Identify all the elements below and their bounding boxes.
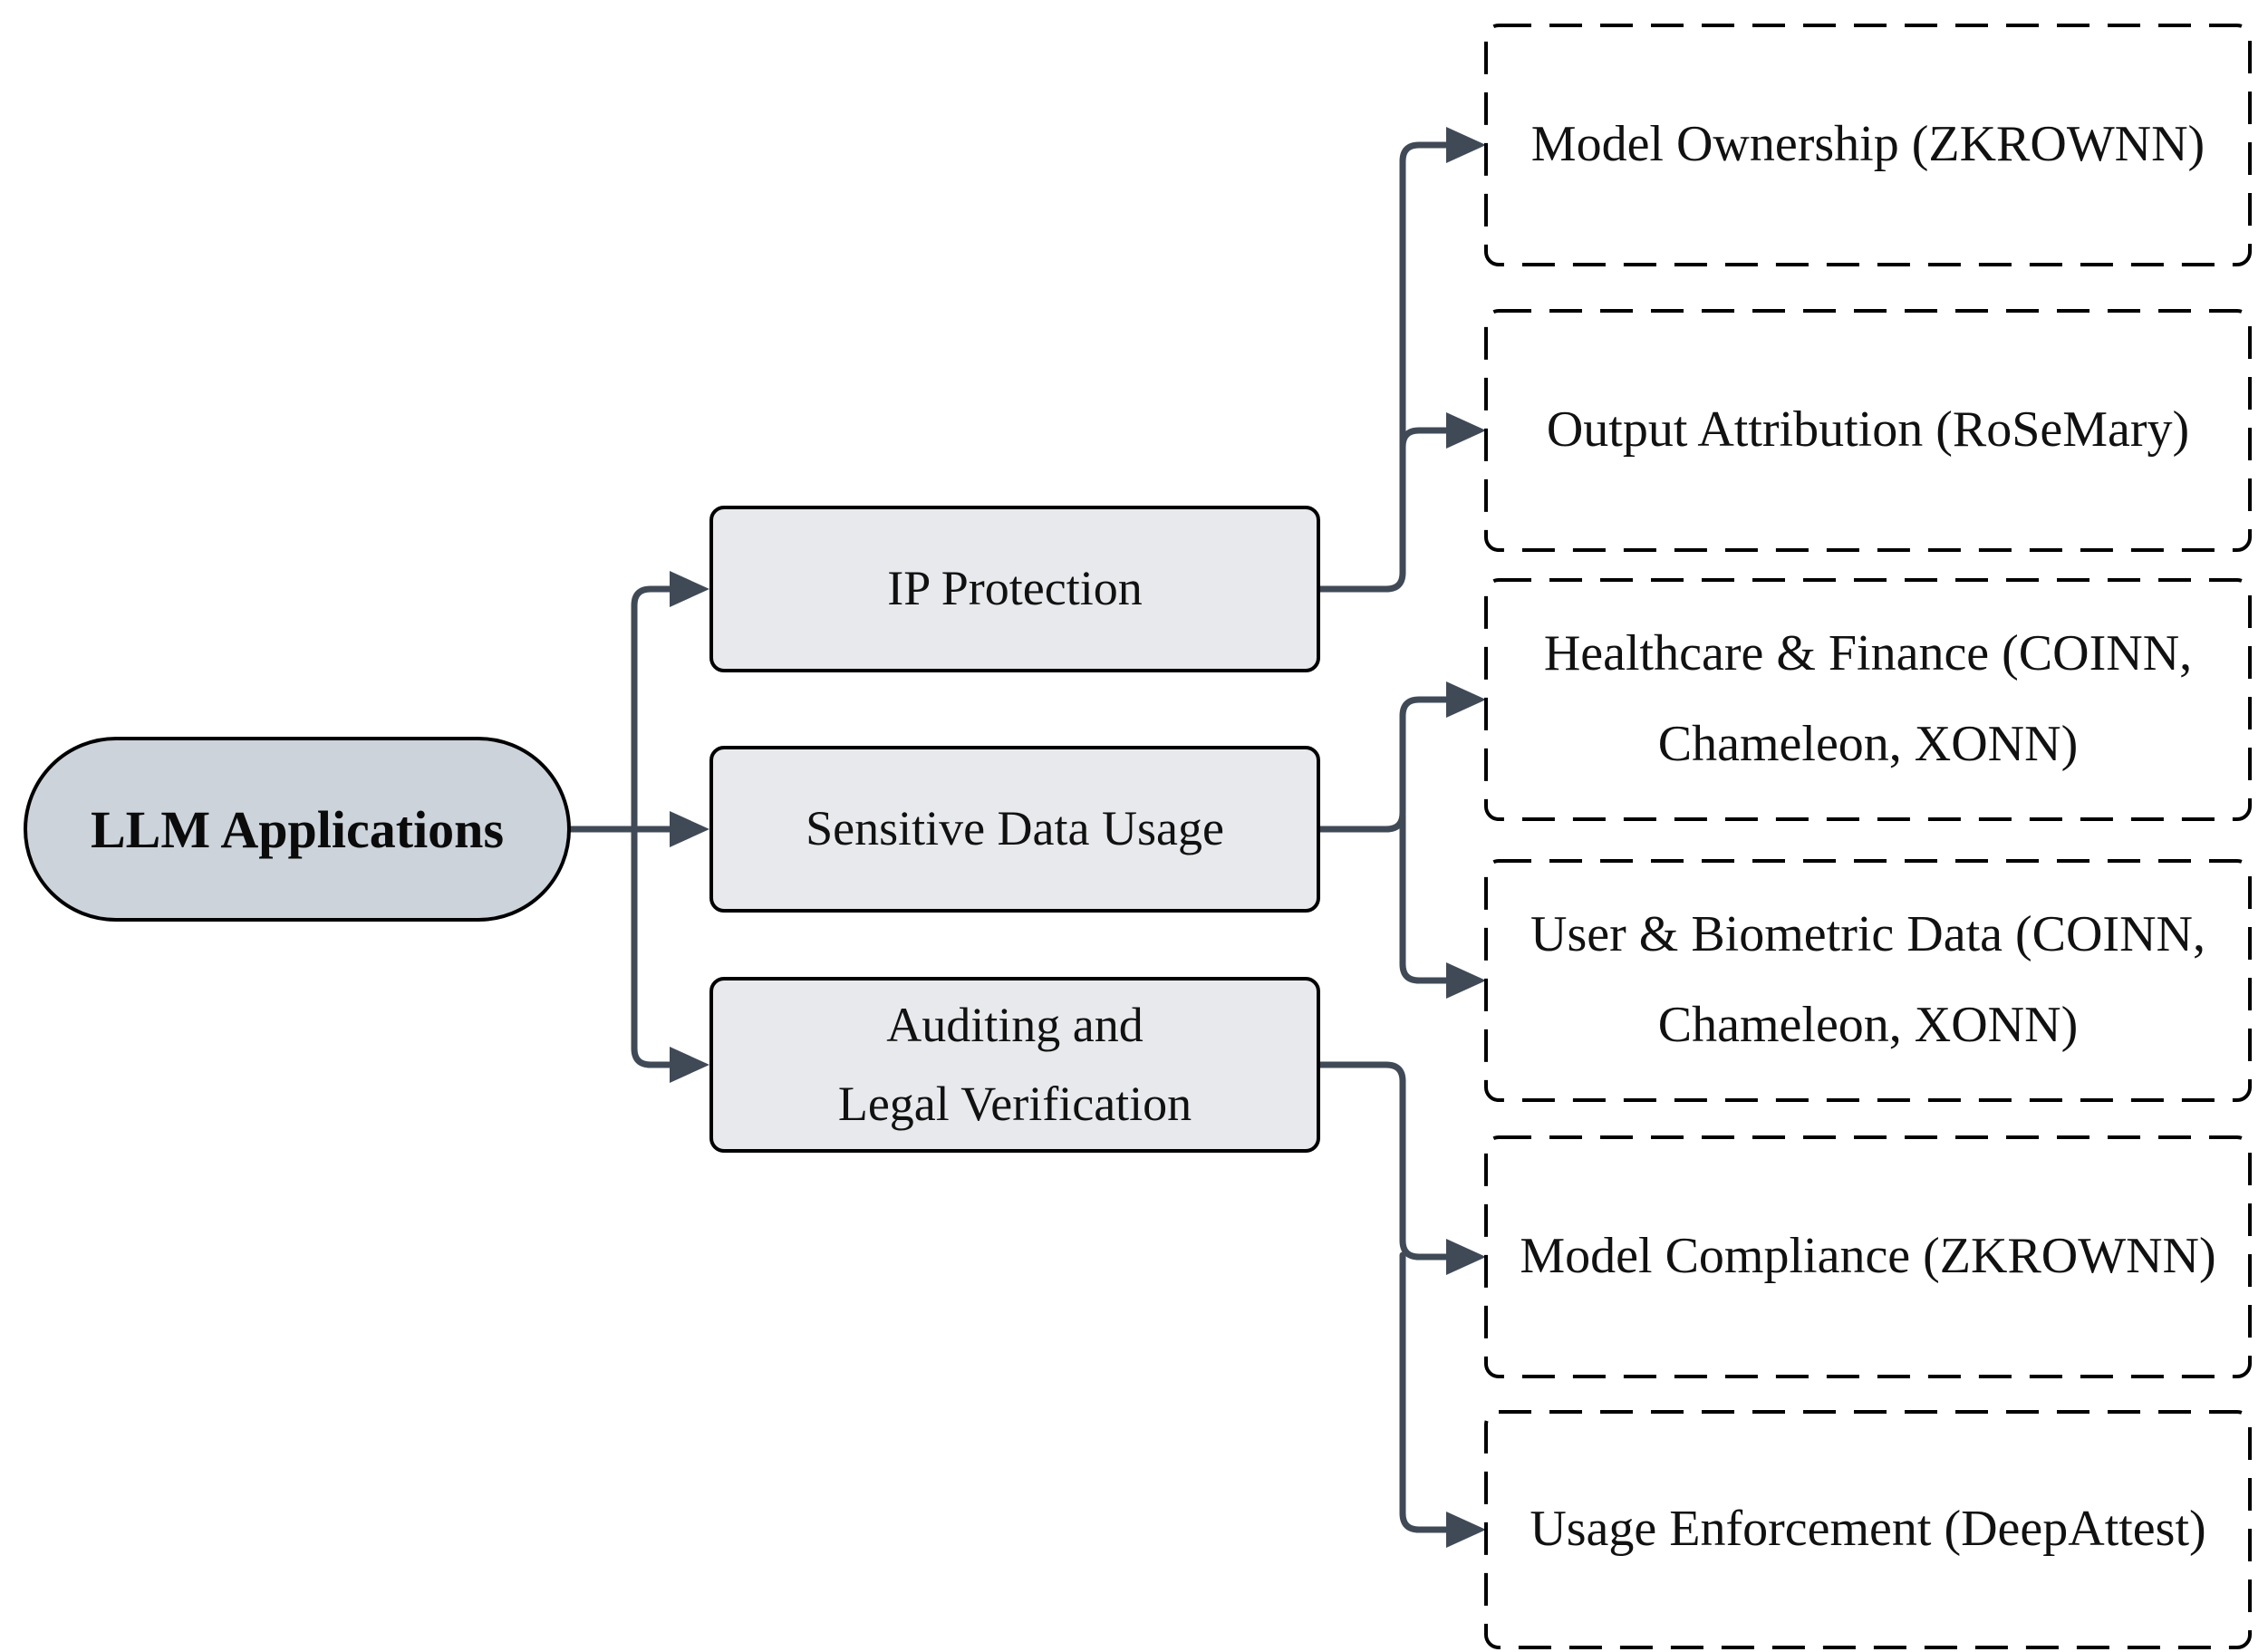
leaf-usage-enforcement-shape (1484, 1410, 2252, 1649)
arrowhead-into-ip-protection (670, 571, 709, 607)
category-auditing-legal-label: Auditing and Legal Verification (711, 979, 1318, 1151)
leaf-model-compliance-text: Model Compliance (ZKROWNN) (1520, 1228, 2216, 1285)
category-sensitive-data-usage-shape (709, 746, 1320, 913)
edge-ip-to-output-attribution (1399, 427, 1450, 450)
arrowhead-into-model-compliance (1446, 1239, 1486, 1275)
leaf-model-ownership-label: Model Ownership (ZKROWNN) (1486, 25, 2250, 265)
leaf-usage-enforcement-label: Usage Enforcement (DeepAttest) (1486, 1412, 2250, 1647)
edge-root-to-auditing (631, 827, 673, 1068)
arrowhead-into-sensitive-data-usage (670, 811, 709, 847)
category-sensitive-data-usage-text: Sensitive Data Usage (806, 801, 1224, 856)
edge-root-to-ip-protection (631, 585, 673, 831)
leaf-user-biometric-label: User & Biometric Data (COINN, Chameleon,… (1486, 861, 2250, 1100)
leaf-healthcare-finance-text-line2: Chameleon, XONN) (1657, 716, 2079, 772)
root-node-shape (24, 737, 571, 922)
root-node-text: LLM Applications (90, 799, 505, 859)
leaf-model-compliance-label: Model Compliance (ZKROWNN) (1486, 1137, 2250, 1377)
arrowhead-into-usage-enforcement (1446, 1512, 1486, 1548)
category-auditing-legal-text-line1: Auditing and (886, 997, 1144, 1052)
arrowhead-into-auditing (670, 1047, 709, 1083)
edge-auditing-to-model-compliance (1315, 1061, 1450, 1261)
root-node-label: LLM Applications (25, 739, 569, 920)
leaf-output-attribution-text: Output Attribution (RoSeMary) (1546, 401, 2190, 459)
category-ip-protection-label: IP Protection (711, 507, 1318, 671)
edge-ip-to-model-ownership (1315, 141, 1450, 593)
edge-auditing-to-usage-enforcement (1399, 1251, 1450, 1533)
leaf-model-compliance-shape (1484, 1135, 2252, 1378)
leaf-healthcare-finance-shape (1484, 578, 2252, 821)
arrowhead-into-healthcare-finance (1446, 681, 1486, 718)
leaf-healthcare-finance-label: Healthcare & Finance (COINN, Chameleon, … (1486, 580, 2250, 819)
category-sensitive-data-usage-label: Sensitive Data Usage (711, 748, 1318, 911)
arrowhead-into-user-biometric (1446, 962, 1486, 999)
edge-sdu-to-healthcare-finance (1315, 696, 1450, 833)
leaf-user-biometric-text-line2: Chameleon, XONN) (1657, 997, 2079, 1053)
leaf-model-ownership-text: Model Ownership (ZKROWNN) (1530, 116, 2205, 173)
leaf-model-ownership-shape (1484, 24, 2252, 266)
category-ip-protection-shape (709, 506, 1320, 672)
leaf-output-attribution-label: Output Attribution (RoSeMary) (1486, 311, 2250, 550)
arrowhead-into-model-ownership (1446, 127, 1486, 163)
category-auditing-legal-text-line2: Legal Verification (837, 1077, 1192, 1131)
leaf-user-biometric-text-line1: User & Biometric Data (COINN, (1530, 906, 2205, 963)
edge-sdu-to-user-biometric (1399, 812, 1450, 984)
category-ip-protection-text: IP Protection (887, 561, 1143, 616)
arrowhead-into-output-attribution (1446, 412, 1486, 449)
leaf-output-attribution-shape (1484, 309, 2252, 552)
leaf-usage-enforcement-text: Usage Enforcement (DeepAttest) (1530, 1501, 2206, 1558)
leaf-healthcare-finance-text-line1: Healthcare & Finance (COINN, (1543, 625, 2193, 682)
leaf-user-biometric-shape (1484, 859, 2252, 1102)
category-auditing-legal-shape (709, 977, 1320, 1153)
